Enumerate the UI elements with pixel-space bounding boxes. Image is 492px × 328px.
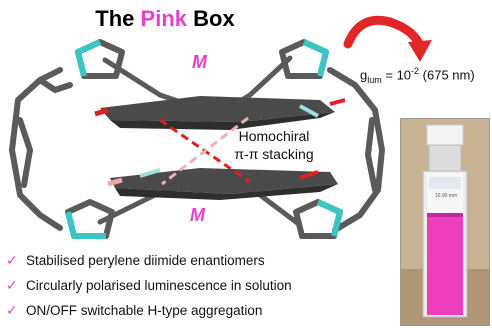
checkmark-icon: ✓ [6,252,18,268]
arrow-head-icon [408,40,432,62]
list-item: ✓Circularly polarised luminescence in so… [6,277,292,293]
perylene-top [94,96,346,130]
m-label-top: M [192,52,207,72]
feature-list: ✓Stabilised perylene diimide enantiomers… [6,250,396,325]
page-title: The Pink Box [95,6,235,31]
cuvette-label: 10.00 mm [434,193,458,199]
ring-bottom-right [293,199,343,239]
arrow-curve [343,15,425,51]
stacking-label: Homochiral π-π stacking [234,128,314,162]
perylene-bottom [107,168,338,200]
list-item: ✓ON/OFF switchable H-type aggregation [6,302,263,318]
cuvette-photo: 10.00 mm [400,118,490,326]
ring-top-right [279,39,329,79]
checkmark-icon: ✓ [6,277,18,293]
cuvette-illustration [401,119,489,325]
glum-value: glum = 10-2 (675 nm) [360,66,475,85]
checkmark-icon: ✓ [6,302,18,318]
m-label-bottom: M [190,205,205,225]
stacking-dash-faint [161,116,249,186]
left-linker-chain [9,67,73,231]
ring-top-left [75,39,125,79]
list-item: ✓Stabilised perylene diimide enantiomers [6,252,265,268]
right-linker-chain [327,67,385,233]
ring-bottom-left [65,199,115,239]
